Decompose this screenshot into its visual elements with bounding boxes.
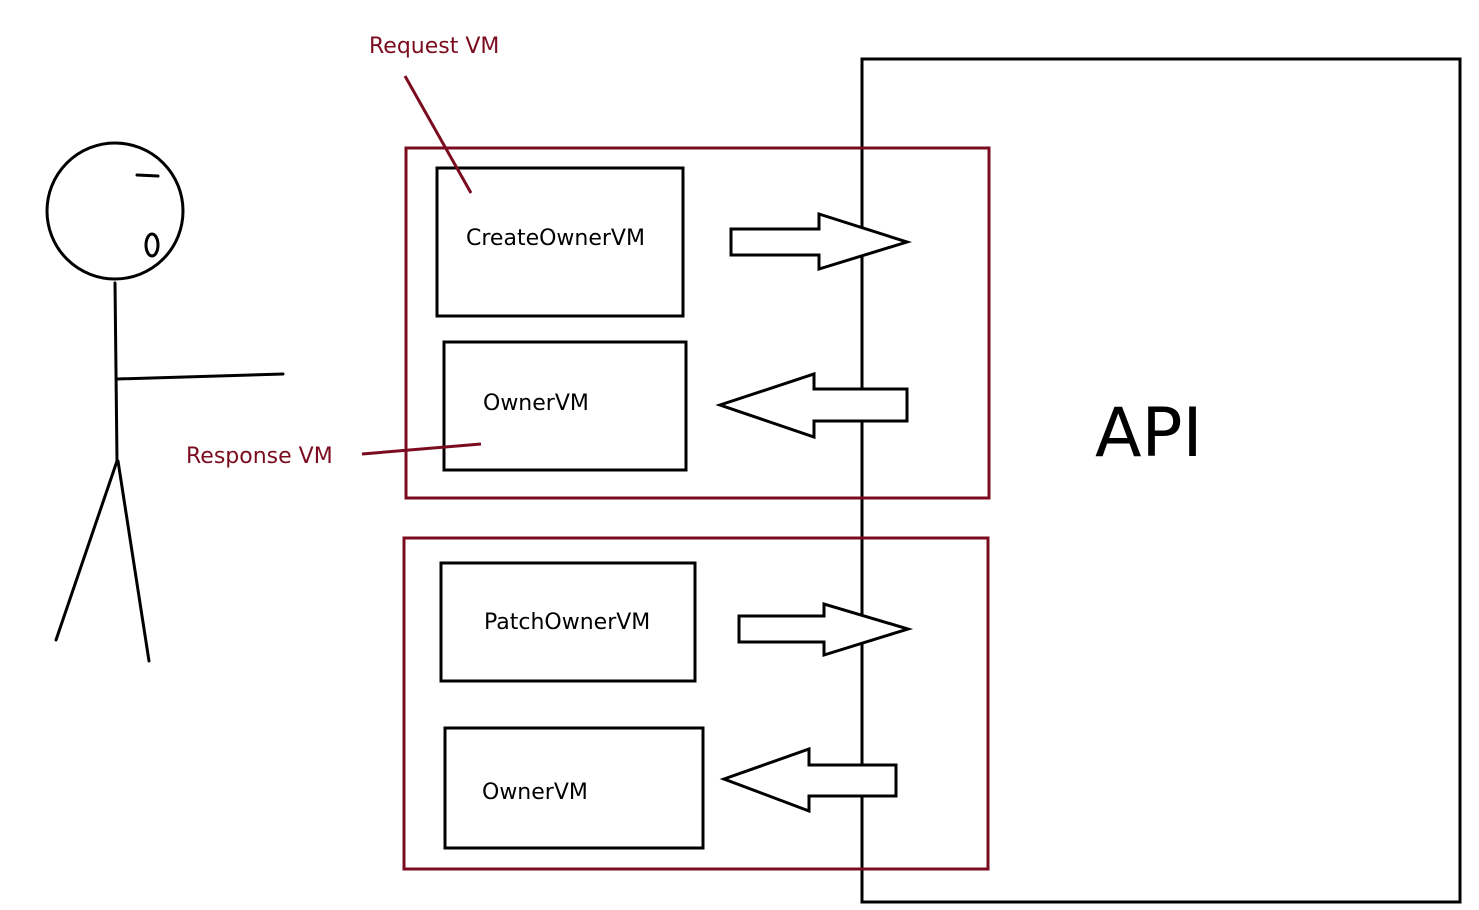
api-label: API [1095,394,1203,473]
arrow-right-2 [737,601,914,658]
owner-vm-label-1: OwnerVM [483,391,589,416]
api-block: API [860,57,1462,904]
group-create-frame [404,146,991,500]
annotations: Request VM Response VM [186,34,499,469]
figure-mouth [144,232,160,258]
group-patch: PatchOwnerVM OwnerVM [402,536,990,871]
owner-vm-box-1 [442,340,688,472]
arrow-left-1 [715,371,909,440]
request-vm-annotation: Request VM [369,34,499,59]
patch-owner-vm-box [439,561,697,683]
group-patch-frame [402,536,990,871]
patch-owner-vm-label: PatchOwnerVM [484,610,650,635]
group-create: CreateOwnerVM OwnerVM [404,146,991,500]
owner-vm-label-2: OwnerVM [482,780,588,805]
response-vm-annotation: Response VM [186,444,333,469]
owner-vm-box-2 [443,726,705,850]
figure-left-leg [54,459,119,642]
figure-arm [115,372,285,381]
arrow-left-2 [719,746,898,814]
response-vm-pointer [361,442,482,456]
create-owner-vm-box [435,166,685,318]
figure-eye [135,173,160,178]
request-vm-pointer [403,75,473,194]
arrow-right-1 [729,211,913,272]
stick-figure-user [45,141,285,663]
figure-right-leg [116,459,151,663]
figure-body [113,281,119,463]
figure-head [45,141,185,281]
create-owner-vm-label: CreateOwnerVM [466,226,645,251]
api-box [860,57,1462,904]
